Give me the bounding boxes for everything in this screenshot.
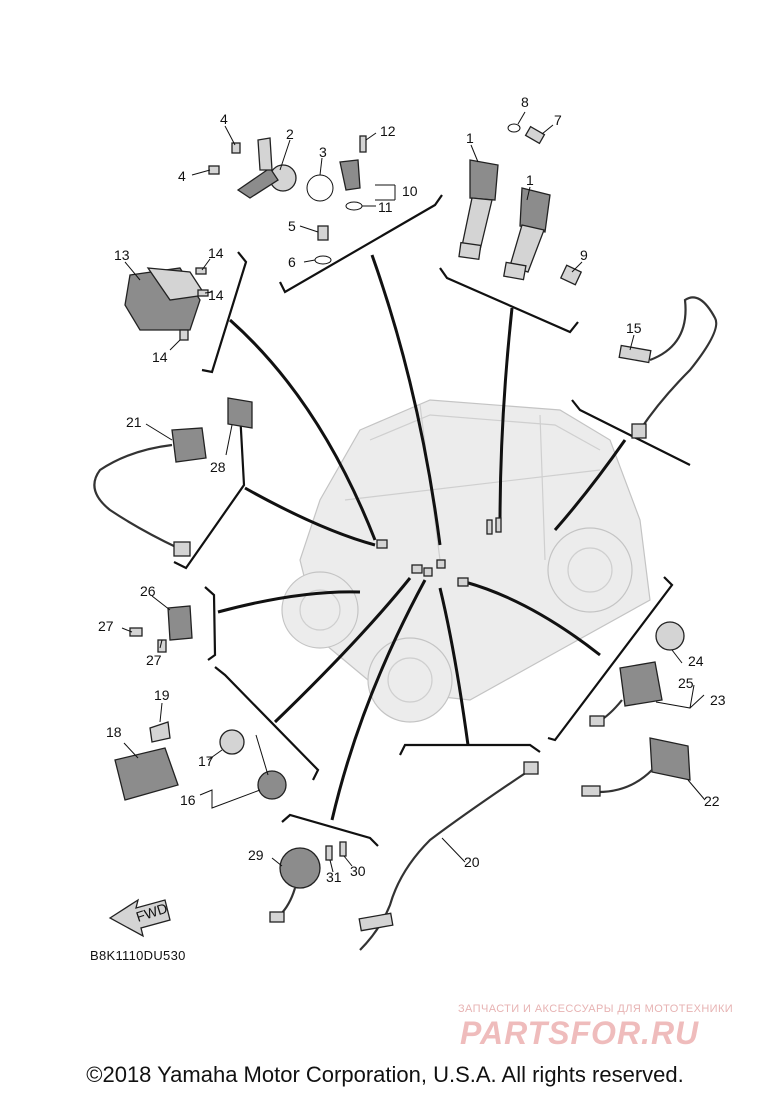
watermark-tagline: ЗАПЧАСТИ И АКСЕССУАРЫ ДЛЯ МОТОТЕХНИКИ — [458, 1003, 734, 1015]
callout-10: 10 — [402, 183, 418, 199]
callout-23: 23 — [710, 692, 726, 708]
callout-14c: 14 — [152, 349, 168, 365]
callout-15: 15 — [626, 320, 642, 336]
callout-20: 20 — [464, 854, 480, 870]
switch-18 — [114, 721, 179, 801]
callout-29: 29 — [248, 847, 264, 863]
callout-12: 12 — [380, 123, 396, 139]
crank-sensor — [93, 427, 207, 557]
callout-1b: 1 — [526, 172, 534, 188]
callout-labels: 1 1 2 3 4 4 5 6 7 8 9 10 11 12 13 14 14 … — [98, 94, 726, 885]
callout-14a: 14 — [208, 245, 224, 261]
relay-group — [581, 621, 691, 797]
callout-17: 17 — [198, 753, 214, 769]
ignition-coil — [503, 187, 551, 281]
callout-26: 26 — [140, 583, 156, 599]
callout-11: 11 — [378, 199, 393, 215]
callout-4a: 4 — [220, 111, 228, 127]
callout-31: 31 — [326, 869, 342, 885]
callout-19: 19 — [154, 687, 170, 703]
speed-sensor — [208, 137, 334, 202]
callout-27b: 27 — [146, 652, 162, 668]
callout-2: 2 — [286, 126, 294, 142]
group-lines — [217, 254, 627, 821]
callout-16: 16 — [180, 792, 196, 808]
callout-9: 9 — [580, 247, 588, 263]
callout-3: 3 — [319, 144, 327, 160]
callout-25: 25 — [678, 675, 694, 691]
callout-6: 6 — [288, 254, 296, 270]
copyright-notice: ©2018 Yamaha Motor Corporation, U.S.A. A… — [86, 1062, 684, 1087]
throttle-body-sensor — [124, 267, 209, 341]
drawing-code: B8K1110DU530 — [90, 948, 186, 963]
callout-30: 30 — [350, 863, 366, 879]
callout-18: 18 — [106, 724, 122, 740]
fwd-arrow: FWD — [108, 898, 171, 938]
callout-4b: 4 — [178, 168, 186, 184]
sensor-20 — [358, 761, 539, 951]
small-sensors — [314, 123, 583, 286]
o2-sensor — [618, 296, 718, 439]
callout-22: 22 — [704, 793, 720, 809]
callout-7: 7 — [554, 112, 562, 128]
callout-1a: 1 — [466, 130, 474, 146]
vehicle-connectors — [376, 517, 502, 587]
ignition-coil — [458, 159, 499, 261]
leader-lines — [121, 111, 706, 873]
callout-21: 21 — [126, 414, 142, 430]
callout-8: 8 — [521, 94, 529, 110]
sensor-28 — [227, 397, 253, 429]
sensor-29 — [269, 841, 347, 923]
sensor-26 — [129, 605, 193, 653]
callout-27a: 27 — [98, 618, 114, 634]
callout-14b: 14 — [208, 287, 224, 303]
vehicle-silhouette — [281, 399, 651, 723]
sensor-16 — [219, 729, 287, 800]
callout-24: 24 — [688, 653, 704, 669]
callout-28: 28 — [210, 459, 226, 475]
callout-13: 13 — [114, 247, 130, 263]
watermark-logo: PARTSFOR.RU — [460, 1015, 700, 1051]
callout-5: 5 — [288, 218, 296, 234]
